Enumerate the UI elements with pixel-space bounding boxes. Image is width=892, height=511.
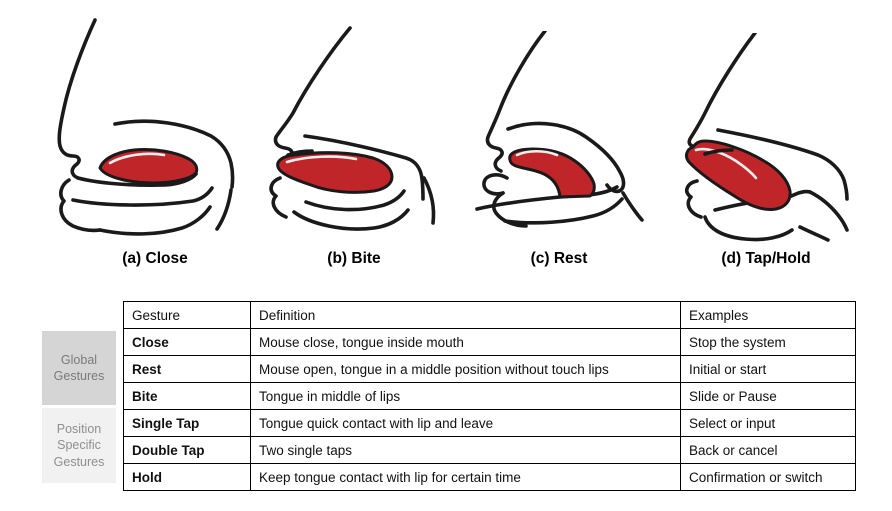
face-diagram-close <box>57 18 235 236</box>
upper-lip-line <box>703 148 734 156</box>
group-label-line: Global <box>60 352 98 367</box>
table-row-hold: Hold Keep tongue contact with lip for ce… <box>123 463 856 491</box>
gesture-definition: Tongue quick contact with lip and leave <box>250 409 681 437</box>
group-label-line: Gestures <box>53 454 105 469</box>
tongue-shape-tap-hold <box>684 139 792 211</box>
group-label-position-specific-gestures: Position Specific Gestures <box>42 408 116 483</box>
group-label-line: Specific <box>57 438 101 453</box>
col-header-examples: Examples <box>680 301 856 329</box>
gesture-examples: Back or cancel <box>680 436 856 464</box>
face-outline-close <box>57 18 235 236</box>
gesture-definition: Two single taps <box>250 436 681 464</box>
panel-caption-bite: (b) Bite <box>327 250 381 267</box>
gesture-examples: Slide or Pause <box>680 382 856 410</box>
gesture-definition: Mouse close, tongue inside mouth <box>250 328 681 356</box>
group-label-global-gestures: Global Gestures <box>42 331 116 405</box>
gesture-examples: Initial or start <box>680 355 856 383</box>
table-header-row: Gesture Definition Examples <box>123 301 856 329</box>
table-row-close: Close Mouse close, tongue inside mouth S… <box>123 328 856 356</box>
face-outline-bite <box>269 26 436 231</box>
table-row-double-tap: Double Tap Two single taps Back or cance… <box>123 436 856 464</box>
face-diagram-rest <box>475 31 644 228</box>
gesture-name: Hold <box>123 463 251 491</box>
panel-caption-close: (a) Close <box>122 250 188 267</box>
group-label-line: Position <box>56 422 102 437</box>
gesture-examples: Stop the system <box>680 328 856 356</box>
tongue-shape-rest <box>508 147 596 199</box>
gesture-name: Rest <box>123 355 251 383</box>
tongue-highlight <box>285 155 358 164</box>
gesture-definition: Keep tongue contact with lip for certain… <box>250 463 681 491</box>
table-row-single-tap: Single Tap Tongue quick contact with lip… <box>123 409 856 437</box>
gesture-table: Gesture Definition Examples Close Mouse … <box>123 301 856 491</box>
gesture-name: Bite <box>123 382 251 410</box>
tongue-highlight <box>108 152 166 165</box>
gesture-name: Double Tap <box>123 436 251 464</box>
gesture-name: Close <box>123 328 251 356</box>
col-header-definition: Definition <box>250 301 681 329</box>
table-row-rest: Rest Mouse open, tongue in a middle posi… <box>123 355 856 383</box>
face-diagram-bite <box>269 26 436 231</box>
face-outline-tap-hold <box>684 33 849 242</box>
upper-lip-line <box>286 149 314 157</box>
col-header-gesture: Gesture <box>123 301 251 329</box>
gesture-examples: Select or input <box>680 409 856 437</box>
group-label-line: Gestures <box>53 369 105 383</box>
tongue-shape-bite <box>276 151 394 194</box>
tongue-highlight <box>694 147 758 180</box>
gesture-definition: Mouse open, tongue in a middle position … <box>250 355 681 383</box>
panel-caption-rest: (c) Rest <box>530 250 588 267</box>
gesture-definition: Tongue in middle of lips <box>250 382 681 410</box>
gesture-examples: Confirmation or switch <box>680 463 856 491</box>
table-row-bite: Bite Tongue in middle of lips Slide or P… <box>123 382 856 410</box>
panel-caption-tap-hold: (d) Tap/Hold <box>721 250 811 267</box>
face-diagram-tap-hold <box>684 33 849 242</box>
gesture-name: Single Tap <box>123 409 251 437</box>
tongue-highlight <box>515 149 559 157</box>
